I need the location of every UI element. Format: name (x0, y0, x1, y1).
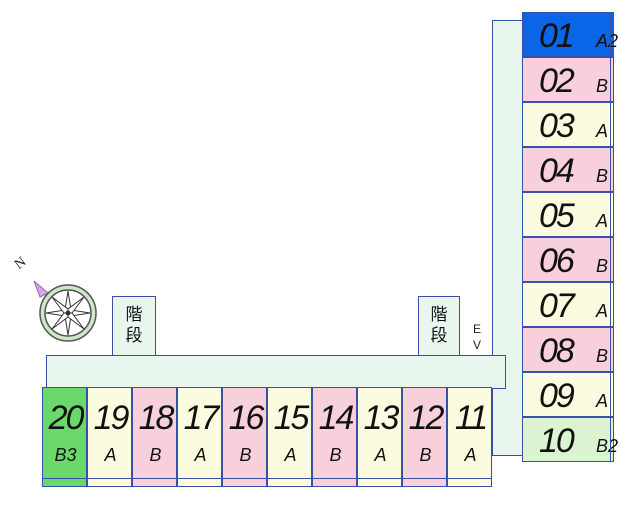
unit-type: A (596, 391, 609, 411)
unit-inner-line (610, 58, 611, 101)
unit-04[interactable]: 04 B (522, 147, 614, 192)
stairs-left-label-2: 段 (125, 326, 143, 346)
unit-type: B (329, 445, 342, 465)
unit-number: 15 (273, 399, 310, 437)
unit-type: A (596, 211, 609, 231)
unit-type: A (194, 445, 207, 465)
unit-type: B (596, 166, 609, 186)
unit-number: 12 (408, 399, 445, 437)
unit-number: 14 (318, 399, 355, 437)
unit-type: B (596, 346, 609, 366)
unit-type: A (104, 445, 117, 465)
unit-07[interactable]: 07 A (522, 282, 614, 327)
unit-inner-line (178, 478, 221, 479)
unit-inner-line (610, 418, 611, 461)
stairs-right-label-1: 階 (430, 304, 448, 325)
unit-type: B (239, 445, 252, 465)
unit-inner-line (610, 328, 611, 371)
unit-inner-line (403, 478, 446, 479)
compass: N (10, 255, 110, 345)
unit-number: 20 (48, 399, 85, 437)
unit-number: 17 (183, 399, 220, 437)
unit-type: B (596, 76, 609, 96)
unit-inner-line (610, 103, 611, 146)
unit-inner-line (610, 373, 611, 416)
unit-type: B2 (596, 436, 619, 456)
unit-inner-line (610, 283, 611, 326)
unit-type: B (149, 445, 162, 465)
compass-rose-icon (33, 280, 97, 342)
unit-inner-line (223, 478, 266, 479)
unit-01[interactable]: 01 A2 (522, 12, 618, 57)
unit-inner-line (610, 148, 611, 191)
unit-02[interactable]: 02 B (522, 57, 614, 102)
unit-number: 07 (539, 287, 575, 325)
unit-inner-line (358, 478, 401, 479)
stairs-right-label-2: 段 (430, 326, 448, 346)
unit-inner-line (313, 478, 356, 479)
elevator: E V (466, 318, 488, 356)
elevator-label-2: V (472, 338, 481, 352)
unit-type: A (374, 445, 387, 465)
unit-inner-line (133, 478, 176, 479)
unit-type: A (464, 445, 477, 465)
unit-inner-line (610, 13, 611, 56)
unit-type: A (284, 445, 297, 465)
elevator-label-1: E (472, 321, 481, 336)
unit-number: 01 (539, 17, 575, 55)
unit-number: 18 (138, 399, 175, 437)
stairs-right: 階 段 (418, 296, 460, 356)
unit-number: 03 (539, 107, 575, 145)
unit-number: 05 (539, 197, 575, 235)
unit-type: A2 (596, 31, 619, 51)
unit-number: 09 (539, 377, 575, 415)
unit-08[interactable]: 08 B (522, 327, 614, 372)
unit-inner-line (268, 478, 311, 479)
unit-type: B (596, 256, 609, 276)
unit-type: B3 (54, 445, 77, 465)
stairs-left-label-1: 階 (125, 304, 143, 325)
unit-05[interactable]: 05 A (522, 192, 614, 237)
unit-number: 16 (228, 399, 265, 437)
unit-number: 08 (539, 332, 575, 370)
stairs-left: 階 段 (112, 296, 156, 356)
unit-type: A (596, 301, 609, 321)
unit-number: 19 (93, 399, 130, 437)
unit-inner-line (610, 238, 611, 281)
unit-type: B (419, 445, 432, 465)
unit-10[interactable]: 10 B2 (522, 417, 618, 462)
unit-09[interactable]: 09 A (522, 372, 614, 417)
unit-number: 10 (539, 422, 575, 460)
unit-03[interactable]: 03 A (522, 102, 614, 147)
unit-number: 13 (363, 399, 400, 437)
corridor-vertical (492, 20, 524, 456)
unit-number: 06 (539, 242, 575, 280)
corridor-horizontal (46, 355, 506, 389)
unit-number: 11 (454, 399, 488, 437)
unit-number: 04 (539, 152, 575, 190)
unit-type: A (596, 121, 609, 141)
unit-06[interactable]: 06 B (522, 237, 614, 282)
unit-inner-line (88, 478, 131, 479)
unit-number: 02 (539, 62, 575, 100)
unit-inner-line (43, 478, 86, 479)
unit-inner-line (448, 478, 491, 479)
unit-inner-line (610, 193, 611, 236)
